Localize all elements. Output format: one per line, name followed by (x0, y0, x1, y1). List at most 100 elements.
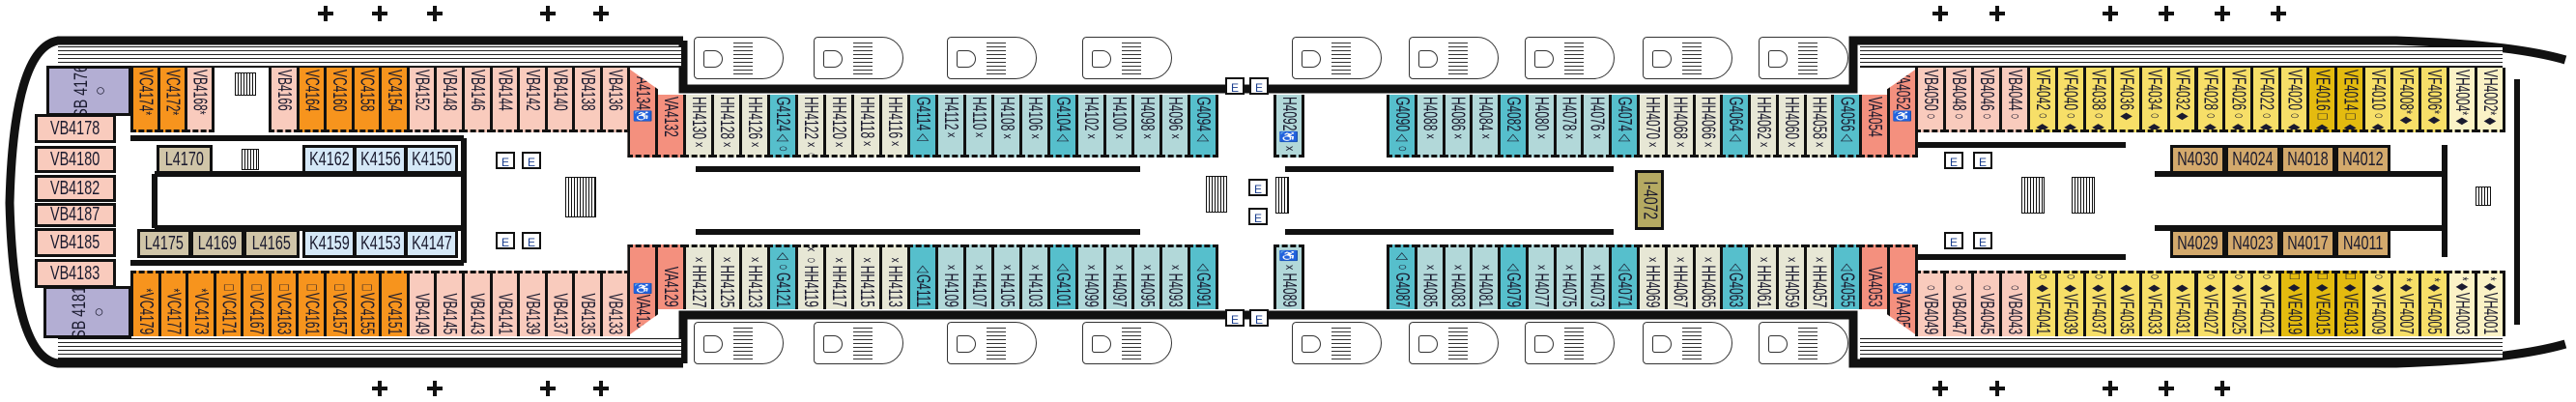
cabin-h4103[interactable]: ×H4103 (1019, 244, 1050, 309)
cabin-hh4117[interactable]: ×HH4117 (823, 244, 854, 309)
cabin-h4084[interactable]: H4084× (1470, 95, 1502, 158)
cabin-hh4061[interactable]: ×HH4061 (1748, 244, 1779, 309)
cabin-vf4020[interactable]: VF4020○◆ (2278, 68, 2310, 132)
cabin-hh4130[interactable]: HH4130× (683, 95, 714, 158)
cabin-vf4040[interactable]: VF4040○◆ (2054, 68, 2086, 132)
cabin-va4132[interactable]: VA4132 (655, 95, 686, 158)
cabin-g4087[interactable]: △○G4087 (1387, 244, 1417, 309)
cabin-h4073[interactable]: ×H4073 (1581, 244, 1613, 309)
cabin-vc4154[interactable]: VC4154 (379, 68, 410, 132)
cabin-vb4136[interactable]: VB4136 (599, 68, 631, 132)
cabin-h4092[interactable]: H4092♿× (1274, 95, 1304, 158)
cabin-hh4126[interactable]: HH4126× (739, 95, 770, 158)
cabin-h4108[interactable]: H4108× (991, 95, 1022, 158)
cabin-vf4037[interactable]: ○◆VF4037 (2082, 271, 2114, 336)
cabin-n4024[interactable]: N4024 (2225, 145, 2280, 174)
cabin-g4124[interactable]: G4124△○ (767, 95, 798, 158)
cabin-vf4027[interactable]: ○◆VF4027 (2194, 271, 2226, 336)
cabin-vb4044[interactable]: VB4044○ (1998, 68, 2030, 132)
cabin-g4121[interactable]: △○G4121 (767, 244, 798, 309)
cabin-g4090[interactable]: G4090△○ (1387, 95, 1417, 158)
cabin-g4074[interactable]: G4074△ (1609, 95, 1640, 158)
cabin-vb4140[interactable]: VB4140 (544, 68, 576, 132)
cabin-vc4157[interactable]: □VC4157 (324, 271, 355, 336)
cabin-vf4006[interactable]: VF4006*◆ (2419, 68, 2450, 132)
cabin-hh4123[interactable]: ×HH4123 (739, 244, 770, 309)
cabin-n4012[interactable]: N4012 (2335, 145, 2390, 174)
cabin-vh4001[interactable]: *◆VH4001 (2475, 271, 2505, 336)
cabin-h4102[interactable]: H4102× (1075, 95, 1106, 158)
cabin-hh4118[interactable]: HH4118× (851, 95, 882, 158)
cabin-hh4115[interactable]: ×HH4115 (851, 244, 882, 309)
cabin-vc4171[interactable]: □VC4171 (213, 271, 244, 336)
cabin-vb4047[interactable]: ○VB4047 (1942, 271, 1974, 336)
cabin-hh4070[interactable]: HH4070× (1637, 95, 1668, 158)
cabin-vb4137[interactable]: VB4137 (544, 271, 576, 336)
cabin-hh4113[interactable]: ×HH4113 (879, 244, 910, 309)
cabin-l4175[interactable]: L4175 (137, 229, 191, 258)
cabin-k4162[interactable]: K4162 (302, 145, 356, 174)
cabin-hh4119[interactable]: ×○HH4119 (795, 244, 826, 309)
cabin-hh4120[interactable]: HH4120× (823, 95, 854, 158)
cabin-vh4003[interactable]: *◆VH4003 (2447, 271, 2478, 336)
cabin-vf4033[interactable]: ○◆VF4033 (2138, 271, 2170, 336)
cabin-h4077[interactable]: ×H4077 (1525, 244, 1557, 309)
cabin-h4109[interactable]: ×H4109 (935, 244, 966, 309)
cabin-vc4161[interactable]: □VC4161 (296, 271, 328, 336)
cabin-vb4139[interactable]: VB4139 (517, 271, 548, 336)
cabin-g4082[interactable]: G4082△ (1498, 95, 1529, 158)
cabin-vf4036[interactable]: VF4036◆ (2110, 68, 2142, 132)
cabin-g4071[interactable]: △G4071 (1609, 244, 1640, 309)
cabin-g4063[interactable]: △G4063 (1720, 244, 1752, 309)
cabin-vc4172[interactable]: VC4172* (157, 68, 187, 132)
cabin-k4153[interactable]: K4153 (354, 229, 407, 258)
cabin-vf4032[interactable]: VF4032◆ (2166, 68, 2198, 132)
cabin-vc4158[interactable]: VC4158 (351, 68, 383, 132)
cabin-vf4038[interactable]: VF4038○◆ (2082, 68, 2114, 132)
cabin-va4053[interactable]: VA4053 (1859, 244, 1890, 309)
cabin-vb4142[interactable]: VB4142 (517, 68, 548, 132)
cabin-sb4176[interactable]: SB 4176○ (46, 66, 131, 116)
cabin-vb4182[interactable]: VB4182 (35, 175, 116, 202)
cabin-g4094[interactable]: G4094△ (1188, 95, 1218, 158)
cabin-h4085[interactable]: ×H4085 (1414, 244, 1445, 309)
cabin-vb4048[interactable]: VB4048○ (1942, 68, 1974, 132)
cabin-l4165[interactable]: L4165 (243, 229, 300, 258)
cabin-n4018[interactable]: N4018 (2280, 145, 2335, 174)
cabin-vb4145[interactable]: VB4145 (434, 271, 465, 336)
cabin-g4101[interactable]: △G4101 (1047, 244, 1078, 309)
cabin-vf4025[interactable]: ○◆VF4025 (2222, 271, 2254, 336)
cabin-vf4035[interactable]: ◆VF4035 (2110, 271, 2142, 336)
cabin-vb4168[interactable]: VB4168* (185, 68, 215, 132)
cabin-n4029[interactable]: N4029 (2170, 229, 2225, 258)
cabin-hh4068[interactable]: HH4068× (1664, 95, 1696, 158)
cabin-vb4045[interactable]: ○VB4045 (1970, 271, 2002, 336)
cabin-h4105[interactable]: ×H4105 (991, 244, 1022, 309)
cabin-h4089[interactable]: ♿×H4089 (1274, 244, 1304, 309)
cabin-vb4141[interactable]: VB4141 (489, 271, 521, 336)
cabin-hh4059[interactable]: ×HH4059 (1775, 244, 1807, 309)
cabin-h4093[interactable]: ×H4093 (1159, 244, 1190, 309)
cabin-g4114[interactable]: G4114△ (907, 95, 938, 158)
cabin-vc4151[interactable]: VC4151 (379, 271, 410, 336)
cabin-vb4135[interactable]: VB4135 (572, 271, 603, 336)
cabin-h4098[interactable]: H4098× (1131, 95, 1162, 158)
cabin-h4095[interactable]: ×H4095 (1131, 244, 1162, 309)
cabin-g4064[interactable]: G4064△ (1720, 95, 1752, 158)
cabin-g4056[interactable]: G4056△ (1831, 95, 1863, 158)
cabin-h4112[interactable]: H4112× (935, 95, 966, 158)
cabin-vb4183[interactable]: VB4183 (35, 259, 116, 288)
cabin-vb4148[interactable]: VB4148 (434, 68, 465, 132)
cabin-vb4046[interactable]: VB4046○ (1970, 68, 2002, 132)
cabin-k4150[interactable]: K4150 (405, 145, 458, 174)
cabin-hh4125[interactable]: ×HH4125 (711, 244, 742, 309)
cabin-n4011[interactable]: N4011 (2335, 229, 2390, 258)
cabin-vc4179[interactable]: *VC4179 (130, 271, 161, 336)
cabin-vf4034[interactable]: VF4034○◆ (2138, 68, 2170, 132)
cabin-vh4002[interactable]: VH4002*◆ (2475, 68, 2505, 132)
cabin-vb4180[interactable]: VB4180 (35, 146, 116, 173)
cabin-hh4067[interactable]: ×HH4067 (1664, 244, 1696, 309)
cabin-vb4178[interactable]: VB4178 (35, 114, 116, 143)
cabin-vf4026[interactable]: VF4026○◆ (2222, 68, 2254, 132)
cabin-vf4039[interactable]: ○◆VF4039 (2054, 271, 2086, 336)
